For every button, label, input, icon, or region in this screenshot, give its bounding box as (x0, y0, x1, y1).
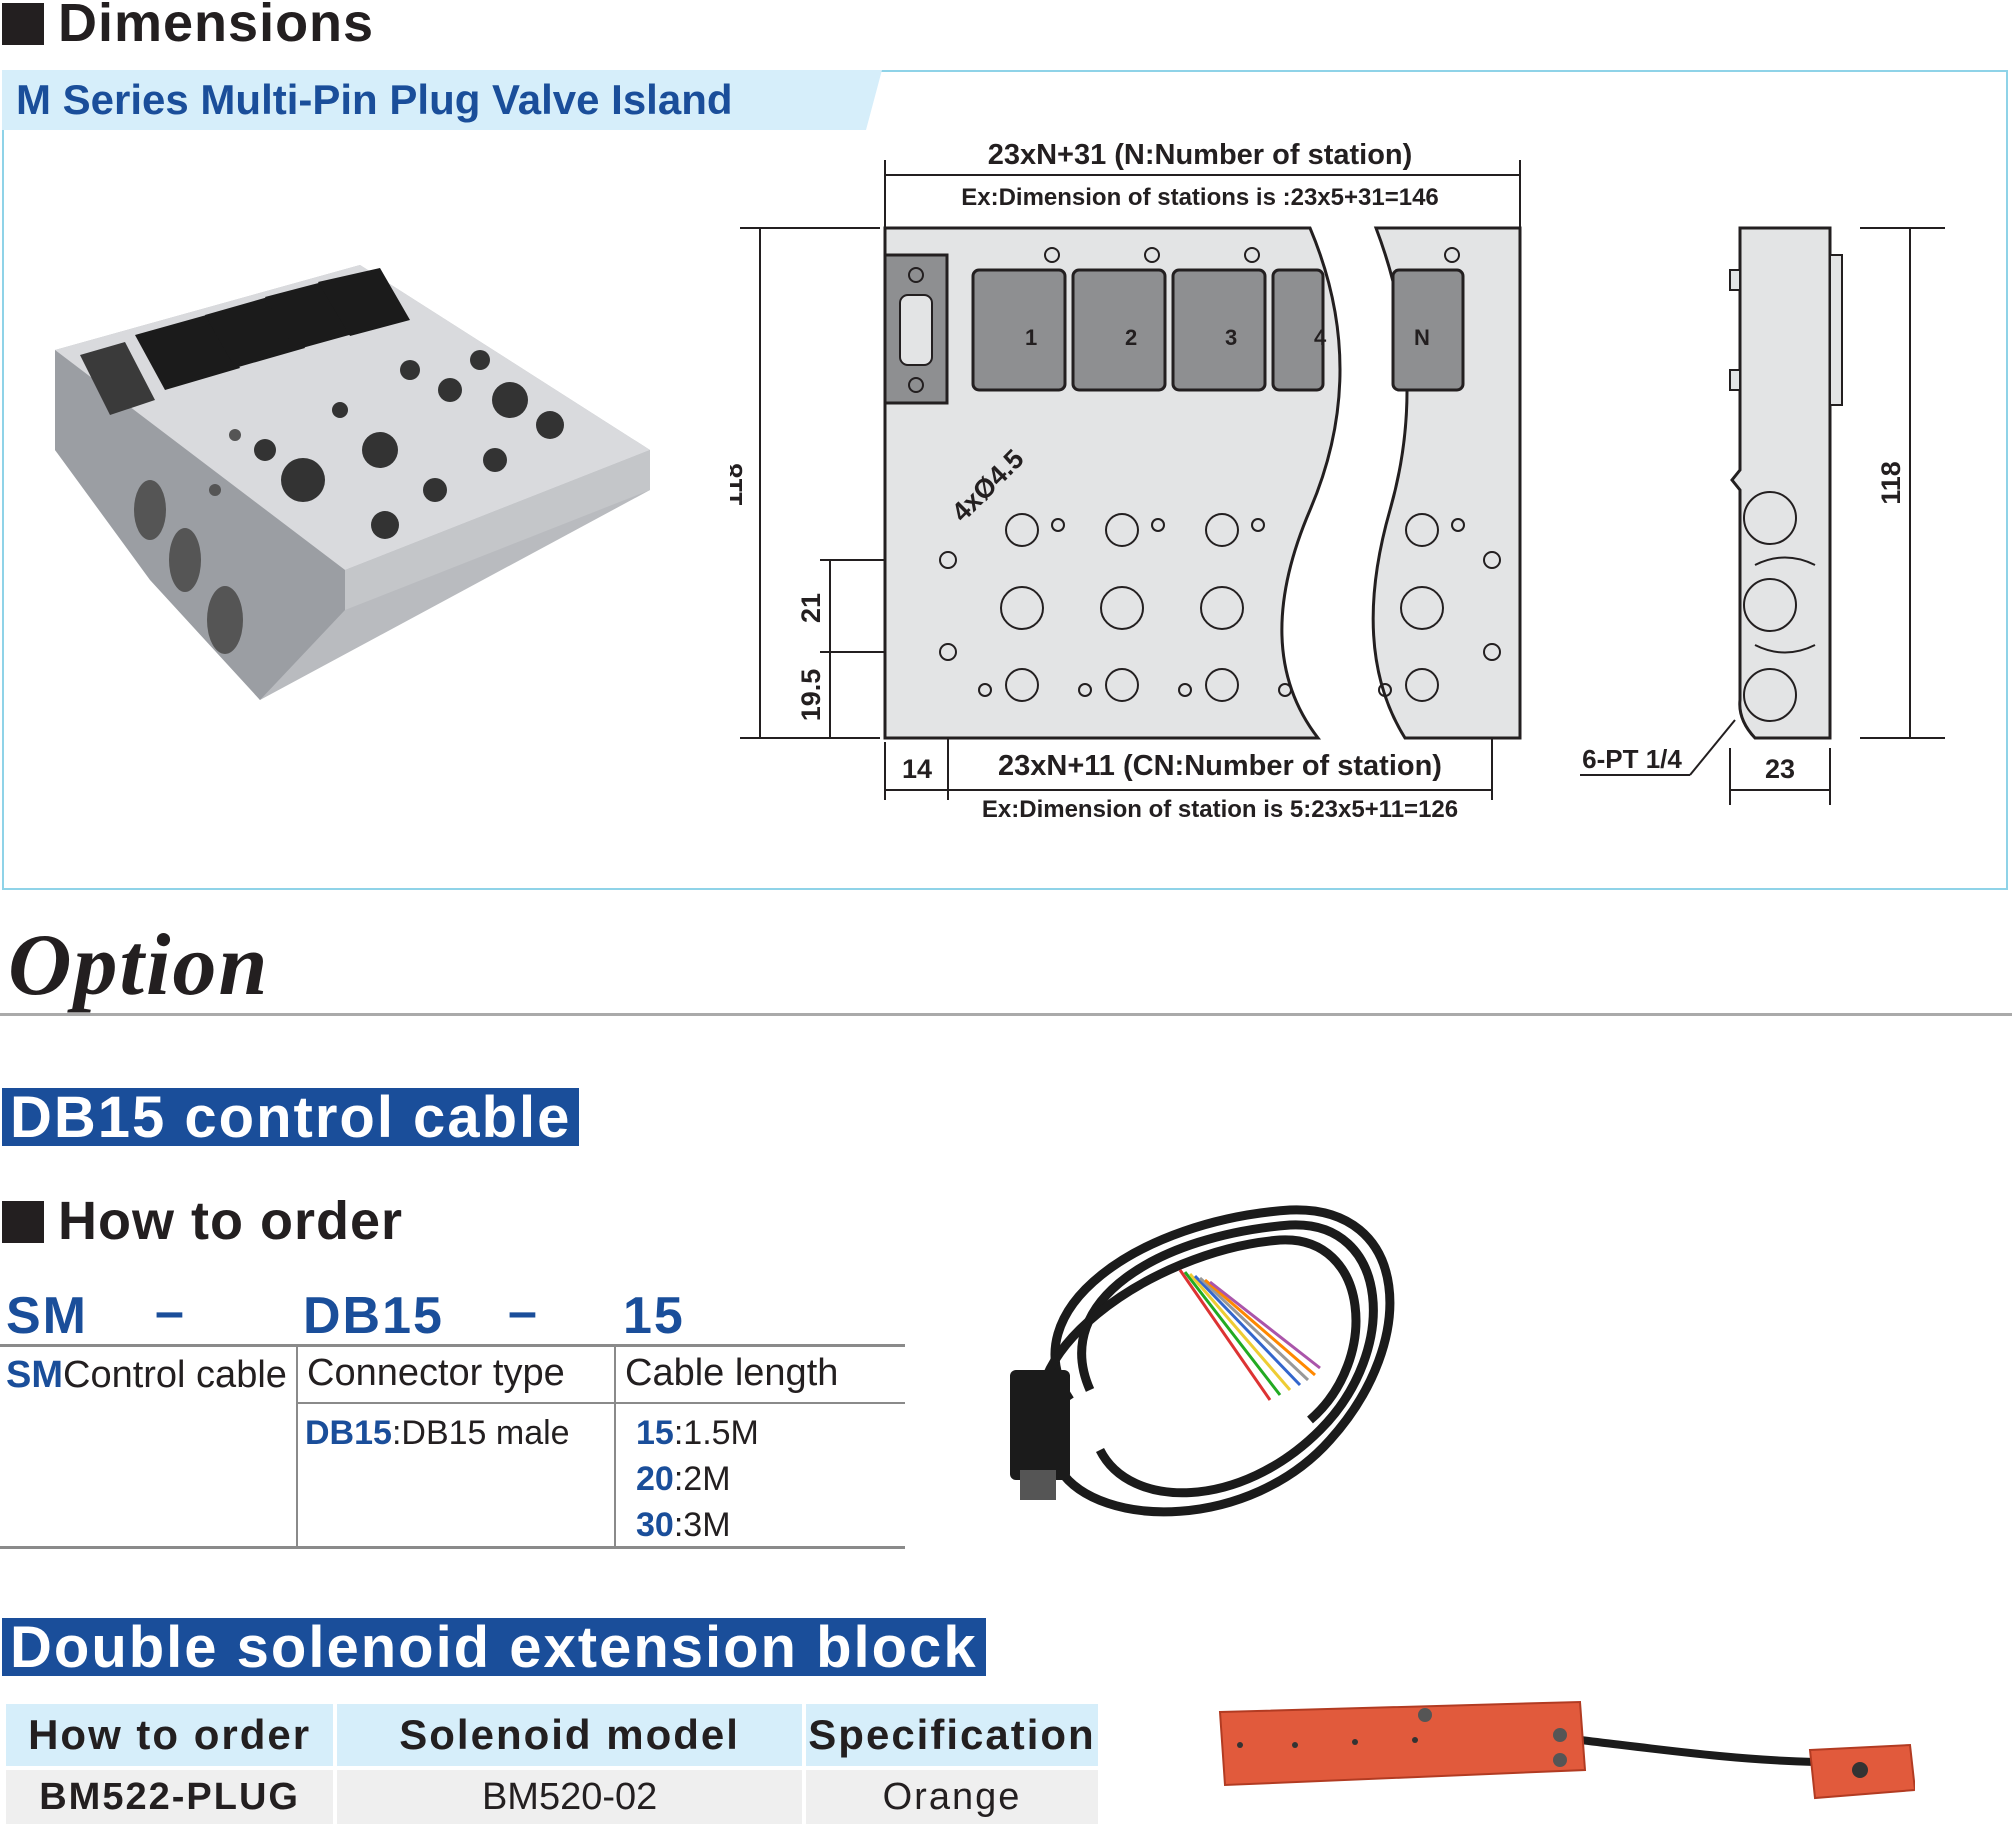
length-code: 30 (636, 1506, 674, 1544)
bottom-dimension-label: 23xN+11 (CN:Number of station) (998, 750, 1442, 782)
top-dimension-label: 23xN+31 (N:Number of station) (988, 139, 1413, 171)
top-example-label: Ex:Dimension of stations is :23x5+31=146 (961, 184, 1439, 211)
connector-type-header: Connector type (307, 1352, 565, 1394)
extension-header-how-to-order: How to order (6, 1704, 334, 1766)
control-cable-code: SM (6, 1354, 63, 1396)
db15-cable-photo (1010, 1205, 1395, 1517)
length-code: 20 (636, 1460, 674, 1498)
side-width-label: 23 (1765, 754, 1795, 784)
port-label: 6-PT 1/4 (1582, 744, 1682, 774)
valve-island-photo (55, 265, 650, 700)
code-part-sm: SM (6, 1287, 88, 1345)
code-dash-2: – (508, 1283, 539, 1341)
length-value: 3M (683, 1506, 731, 1544)
code-part-15: 15 (623, 1287, 685, 1345)
code-part-db15: DB15 (303, 1287, 444, 1345)
order-table-header-line (297, 1402, 905, 1404)
square-bullet-icon (2, 3, 44, 45)
station-2-label: 2 (1125, 325, 1137, 350)
length-code: 15 (636, 1414, 674, 1452)
panel-title: M Series Multi-Pin Plug Valve Island (16, 76, 733, 123)
extension-table: How to order Solenoid model Specificatio… (2, 1700, 1102, 1828)
bottom-example-label: Ex:Dimension of station is 5:23x5+11=126 (982, 796, 1458, 823)
length-value: 1.5M (683, 1414, 759, 1452)
length-item: 20:2M (636, 1460, 731, 1498)
how-to-order-text: How to order (58, 1191, 403, 1251)
length-item: 15:1.5M (636, 1414, 759, 1452)
control-cable-label: Control cable (63, 1354, 287, 1396)
station-n-label: N (1414, 325, 1430, 350)
extension-solenoid-model: BM520-02 (337, 1770, 802, 1824)
control-cable-cell: SMControl cable (6, 1354, 287, 1397)
order-table-top-line (0, 1344, 905, 1347)
front-view-drawing: 1 2 3 4 N 23xN+31 (N:Number of station) … (730, 139, 1522, 823)
connector-description: DB15 male (401, 1414, 570, 1452)
dim-14-label: 14 (902, 754, 932, 784)
extension-specification: Orange (806, 1770, 1098, 1824)
dimensions-panel (2, 70, 2008, 890)
length-value: 2M (683, 1460, 731, 1498)
option-title: Option (8, 917, 270, 1014)
dimensions-heading: Dimensions (2, 0, 374, 54)
extension-order-code: BM522-PLUG (6, 1770, 334, 1824)
order-table-divider-1 (296, 1344, 298, 1548)
station-3-label: 3 (1225, 325, 1237, 350)
extension-header-solenoid-model: Solenoid model (337, 1704, 802, 1766)
extension-banner: Double solenoid extension block (2, 1618, 986, 1678)
db15-banner: DB15 control cable (2, 1088, 580, 1148)
dimensions-heading-text: Dimensions (58, 0, 375, 53)
option-divider (0, 1013, 2012, 1016)
dim-21-label: 21 (796, 593, 826, 623)
square-bullet-icon (2, 1201, 44, 1243)
cable-length-header: Cable length (625, 1352, 839, 1394)
side-height-label: 118 (1876, 461, 1906, 505)
order-table-bottom-line (0, 1546, 905, 1549)
connector-sep: : (391, 1414, 402, 1452)
connector-type-value: DB15:DB15 male (305, 1414, 570, 1453)
length-item: 30:3M (636, 1506, 731, 1544)
dim-19-5-label: 19.5 (796, 669, 826, 722)
connector-code: DB15 (305, 1414, 392, 1452)
panel-title-background (2, 70, 882, 130)
station-1-label: 1 (1025, 325, 1037, 350)
how-to-order-heading: How to order (2, 1190, 403, 1252)
extension-header-specification: Specification (806, 1704, 1098, 1766)
code-dash-1: – (155, 1283, 186, 1341)
extension-block-photo (1218, 1700, 1915, 1800)
height-left-label: 118 (730, 463, 748, 507)
order-table-divider-2 (614, 1344, 616, 1548)
side-view-drawing: 118 6-PT 1/4 23 (1580, 226, 1945, 805)
station-4-label: 4 (1314, 325, 1327, 350)
